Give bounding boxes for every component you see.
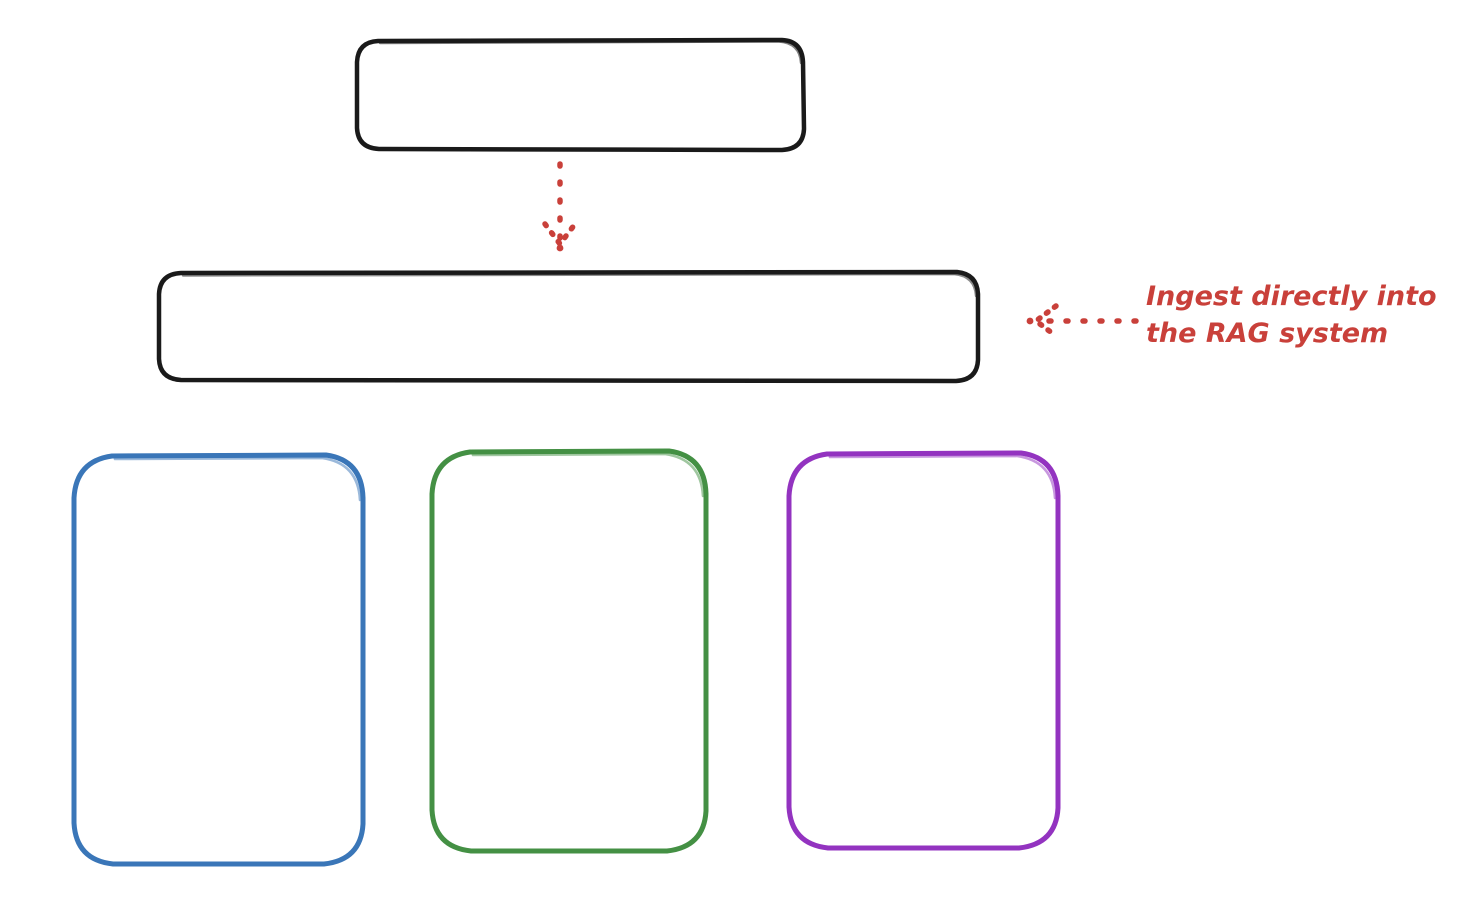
node-agent-label: AGENT [519,77,641,113]
node-key-value-io-label: KeyValueIO (set_key, delete_key, get) Ke… [447,563,691,739]
node-vector-io-label: VectorIO (insert_chunks, delete_chunks, … [102,553,335,766]
node-rag-tool[interactable]: RAG Tool [156,269,981,384]
node-key-value-io[interactable]: KeyValueIO (set_key, delete_key, get) Ke… [428,448,710,855]
node-vector-io[interactable]: VectorIO (insert_chunks, delete_chunks, … [70,452,367,868]
node-relational-io[interactable]: RelationalIO (insert_sql, query_sql) SQL… [785,450,1062,852]
connector-ingest-to-rag-tool [1026,303,1139,339]
node-agent[interactable]: AGENT [354,37,807,153]
node-relational-io-label: RelationalIO (insert_sql, query_sql) SQL… [830,562,1017,739]
annotation-ingest-directly: Ingest directly into the RAG system [1146,281,1437,350]
node-rag-tool-label: RAG Tool [489,308,648,345]
connector-agent-to-rag-tool [542,161,578,252]
